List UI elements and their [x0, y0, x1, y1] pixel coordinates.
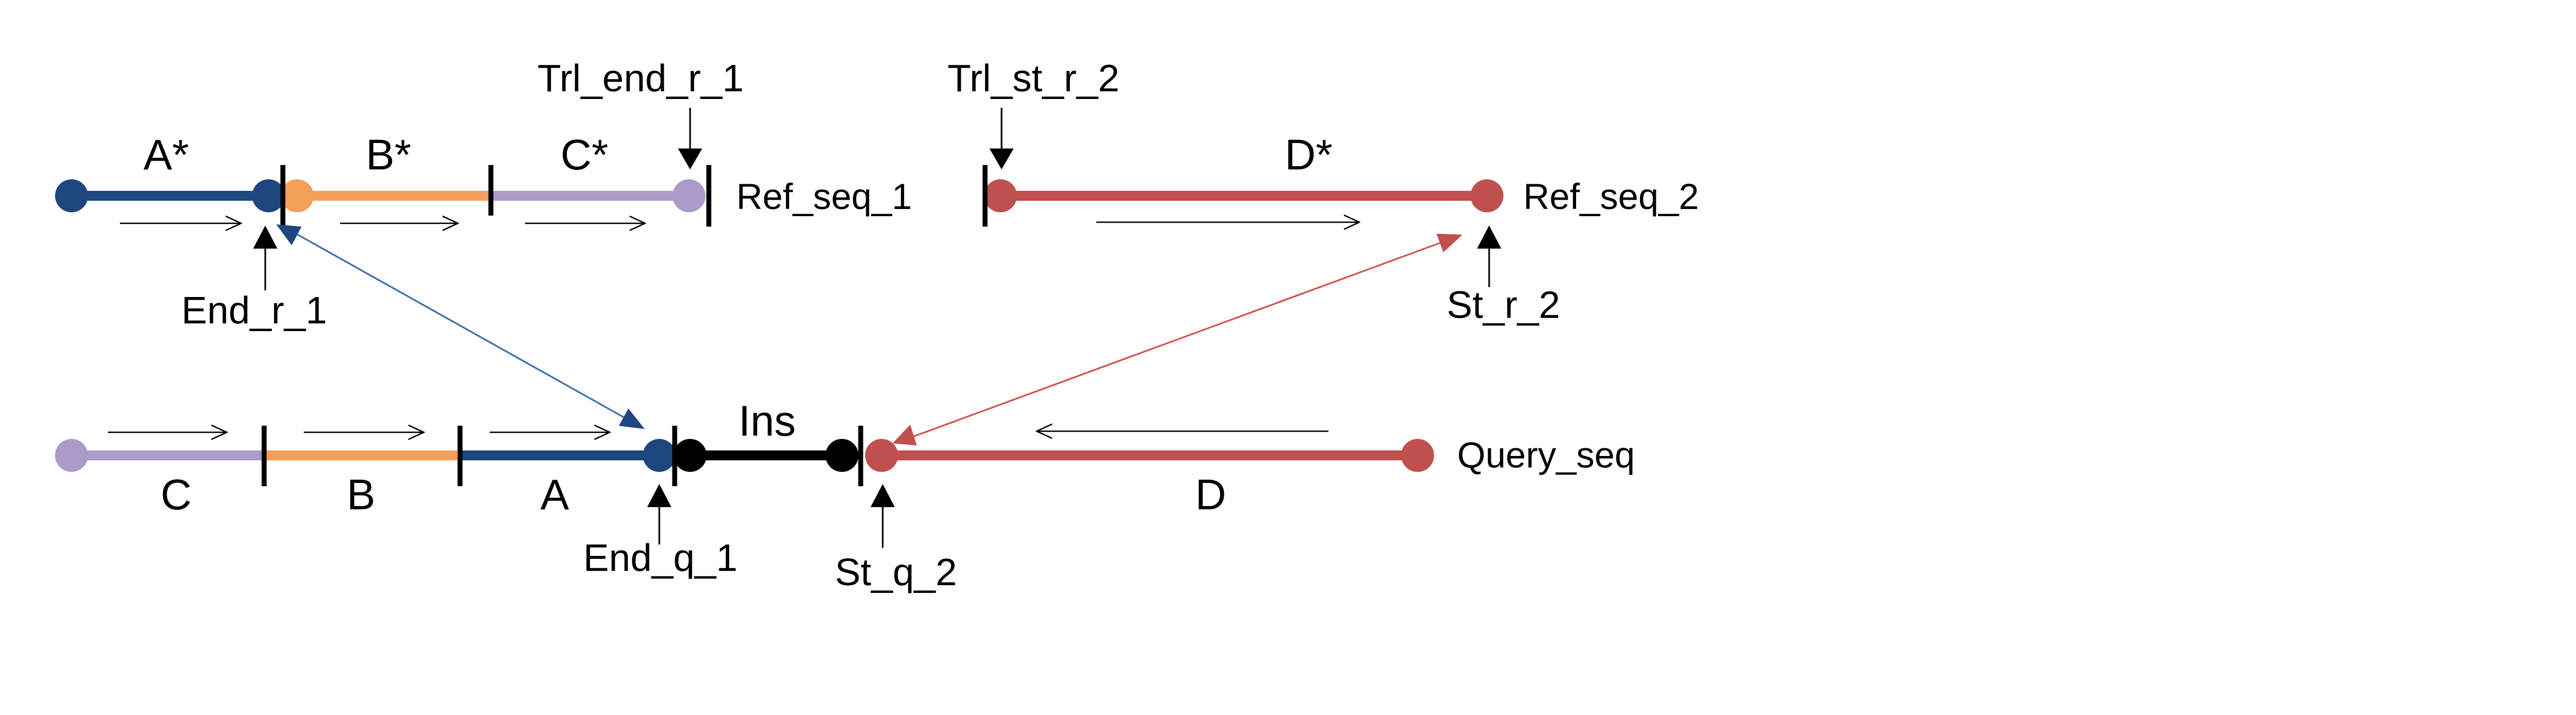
mapping-link-st-q-2-to-st-r-2 [906, 233, 1463, 440]
pointer-arrowhead [678, 148, 702, 169]
segment-label-d: D [1195, 470, 1226, 519]
endpoint-dot [643, 439, 676, 472]
mapping-link-arrowhead-start [276, 224, 302, 245]
endpoint-dot [865, 439, 898, 472]
pointer-arrowhead [989, 148, 1014, 169]
pointer-arrowhead [1477, 226, 1501, 249]
st-r-2-label: St_r_2 [1447, 283, 1560, 326]
endpoint-dot [674, 439, 707, 472]
end-r-1-label: End_r_1 [182, 289, 327, 332]
st-q-2-label: St_q_2 [835, 551, 957, 593]
segment-label-b: B [347, 470, 375, 519]
trl-end-r-1-label: Trl_end_r_1 [538, 57, 744, 100]
segment-label-d-star: D* [1285, 130, 1333, 179]
segment-label-a-star: A* [144, 130, 189, 179]
segment-label-a: A [540, 470, 569, 519]
endpoint-dot [984, 179, 1017, 212]
segment-label-ins: Ins [739, 397, 796, 445]
mapping-link-arrowhead-start [893, 425, 917, 446]
mapping-link-end-r-1-to-end-q-1 [287, 228, 645, 429]
endpoint-dot [1401, 439, 1434, 472]
ref-seq-2-group: D* Ref_seq_2 Trl_st_r_2 St_r_2 [948, 57, 1699, 326]
end-q-1-label: End_q_1 [583, 536, 737, 579]
endpoint-dot [281, 179, 314, 212]
segment-label-c: C [161, 470, 192, 519]
pointer-arrowhead [647, 484, 671, 507]
query-seq-name: Query_seq [1457, 435, 1635, 475]
segment-label-c-star: C* [561, 130, 609, 179]
query-seq-group: C B A Ins D Query_seq End_q_1 St_q_2 [55, 397, 1635, 593]
endpoint-dot [672, 179, 705, 212]
ref-seq-1-name: Ref_seq_1 [736, 176, 912, 217]
pointer-arrowhead [253, 226, 277, 249]
pointer-arrowhead [871, 484, 895, 507]
endpoint-dot [1470, 179, 1503, 212]
segment-label-b-star: B* [366, 130, 411, 179]
endpoint-dot [55, 179, 88, 212]
ref-seq-2-name: Ref_seq_2 [1523, 176, 1699, 217]
ref-seq-1-group: A* B* C* Ref_seq_1 Trl_end_r_1 End_r_1 [55, 57, 912, 332]
endpoint-dot [55, 439, 88, 472]
endpoint-dot [252, 179, 285, 212]
trl-st-r-2-label: Trl_st_r_2 [948, 57, 1120, 100]
endpoint-dot [825, 439, 858, 472]
